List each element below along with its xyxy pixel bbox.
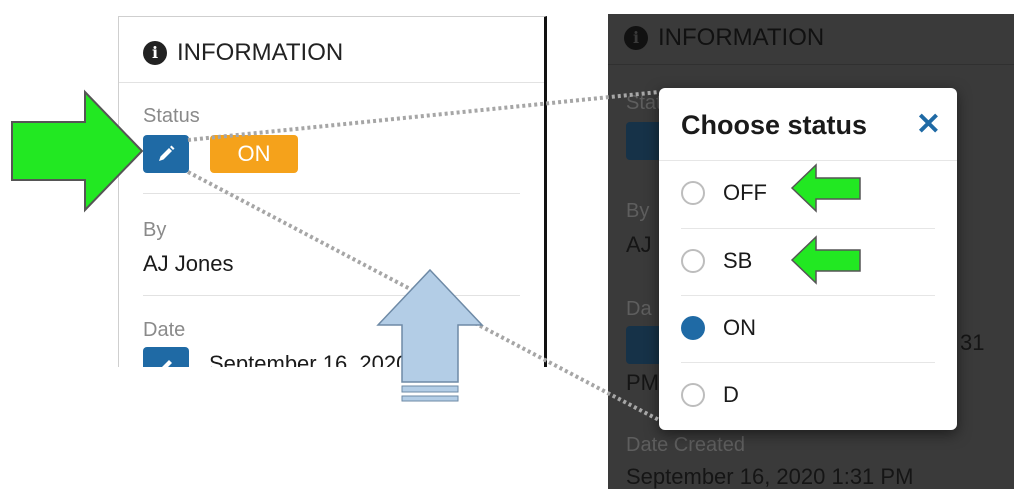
dim-by-value: AJ: [626, 232, 652, 257]
info-icon: i: [624, 26, 648, 50]
arrow-left-icon: [790, 235, 861, 285]
dim-status-label: Stat: [626, 92, 662, 114]
divider: [143, 193, 520, 194]
divider: [681, 295, 935, 296]
status-option-sb[interactable]: SB: [681, 248, 752, 274]
dim-by-label: By: [626, 200, 650, 222]
date-created-label: Date Created: [626, 434, 745, 456]
arrow-up-stripe: [401, 385, 459, 393]
by-value: AJ Jones: [143, 251, 234, 276]
date-created-value: September 16, 2020 1:31 PM: [626, 464, 914, 489]
option-label: ON: [723, 315, 756, 340]
status-option-d[interactable]: D: [681, 382, 739, 408]
by-label: By: [143, 219, 167, 241]
pencil-icon: [162, 360, 172, 367]
radio-icon[interactable]: [681, 383, 705, 407]
dim-date-value-pm: PM: [626, 370, 659, 395]
edit-date-button[interactable]: [143, 347, 189, 367]
status-label: Status: [143, 105, 200, 127]
arrow-up-stripe: [401, 395, 459, 402]
status-option-off[interactable]: OFF: [681, 180, 767, 206]
arrow-up-icon: [376, 268, 484, 383]
divider: [681, 228, 935, 229]
dim-header: i INFORMATION: [624, 24, 824, 52]
arrow-right-icon: [11, 89, 144, 213]
date-value: September 16, 2020 1:31: [209, 351, 458, 367]
divider: [681, 362, 935, 363]
card-header: i INFORMATION: [143, 39, 343, 67]
radio-icon[interactable]: [681, 181, 705, 205]
dim-date-value-end: 31: [960, 330, 985, 355]
status-badge: ON: [210, 135, 298, 173]
arrow-left-icon: [790, 163, 861, 213]
option-label: OFF: [723, 180, 767, 205]
card-header-title: INFORMATION: [177, 39, 344, 66]
information-card: i INFORMATION Status ON By AJ Jones Date…: [118, 16, 547, 367]
close-icon[interactable]: ✕: [915, 108, 941, 141]
option-label: SB: [723, 248, 753, 273]
dim-date-label: Da: [626, 298, 652, 320]
radio-icon[interactable]: [681, 249, 705, 273]
connector-line-top: [187, 90, 660, 142]
modal-title: Choose status: [681, 110, 868, 140]
info-icon: i: [143, 41, 167, 65]
option-label: D: [723, 382, 739, 407]
dim-header-title: INFORMATION: [658, 24, 825, 51]
divider: [608, 64, 1014, 65]
divider: [143, 295, 520, 296]
divider: [659, 160, 957, 161]
date-label: Date: [143, 319, 186, 341]
status-option-on[interactable]: ON: [681, 315, 756, 341]
edit-status-button[interactable]: [143, 135, 189, 173]
divider: [119, 82, 544, 83]
radio-selected-icon[interactable]: [681, 316, 705, 340]
pencil-icon: [159, 145, 175, 161]
